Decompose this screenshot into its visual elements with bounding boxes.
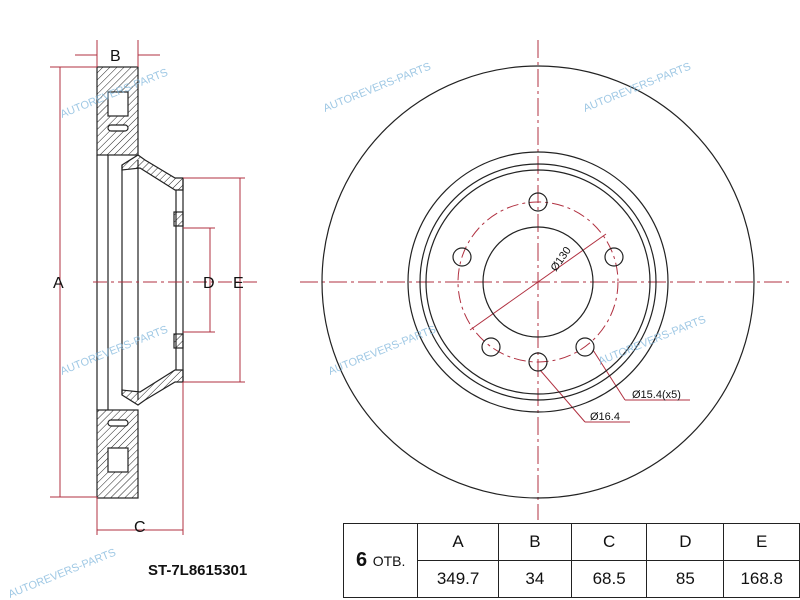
header-c: C [570,523,648,561]
dim-label-c: C [134,519,146,536]
svg-text:AUTOREVERS-PARTS: AUTOREVERS-PARTS [7,547,118,600]
svg-text:AUTOREVERS-PARTS: AUTOREVERS-PARTS [597,314,708,368]
value-c: 68.5 [570,560,648,598]
front-view [321,65,755,499]
part-number: ST-7L8615301 [148,562,248,579]
dim-label-d: D [203,275,215,292]
svg-text:AUTOREVERS-PARTS: AUTOREVERS-PARTS [322,61,433,115]
extra-hole-label: Ø16.4 [590,411,620,423]
dim-label-b: B [110,48,121,65]
dimension-lines [50,40,790,535]
value-d: 85 [646,560,725,598]
svg-text:AUTOREVERS-PARTS: AUTOREVERS-PARTS [582,61,693,115]
side-section-view [96,66,184,499]
header-a: A [417,523,499,561]
holes-count: 6 [356,549,368,571]
holes-suffix: ОТВ. [372,553,406,569]
holes-count-cell: 6 ОТВ. [342,523,419,598]
value-a: 349.7 [417,560,499,598]
header-e: E [723,523,800,561]
value-e: 168.8 [723,560,800,598]
svg-text:AUTOREVERS-PARTS: AUTOREVERS-PARTS [327,324,438,378]
bolt-holes-label: Ø15.4(x5) [632,389,681,401]
svg-text:AUTOREVERS-PARTS: AUTOREVERS-PARTS [59,324,170,378]
dim-label-a: A [53,275,64,292]
header-b: B [497,523,572,561]
dim-label-e: E [233,275,244,292]
header-d: D [646,523,725,561]
dimensions-table: 6 ОТВ. A B C D E 349.7 34 68.5 85 168.8 [342,523,800,598]
value-b: 34 [497,560,572,598]
